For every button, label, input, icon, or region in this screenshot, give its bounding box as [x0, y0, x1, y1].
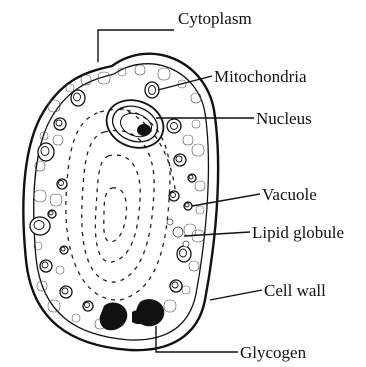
label-cytoplasm: Cytoplasm: [178, 9, 252, 28]
glycogen: [100, 299, 165, 330]
cytoplasm-granule: [66, 84, 74, 92]
nucleolus: [137, 124, 151, 136]
vacuole: [38, 143, 54, 161]
cytoplasm-granule: [53, 135, 63, 145]
vacuole: [30, 217, 50, 235]
cytoplasm-granule: [34, 190, 46, 202]
cytoplasm-granule: [50, 194, 62, 206]
cytoplasm-granule: [56, 266, 64, 274]
cytoplasm-granule: [135, 65, 145, 75]
label-cell-wall: Cell wall: [264, 281, 326, 300]
label-glycogen: Glycogen: [240, 343, 307, 362]
vacuole: [177, 246, 191, 262]
leader-cell-wall: [210, 290, 262, 300]
leader-glycogen: [156, 326, 238, 352]
cytoplasm-granule: [195, 181, 205, 191]
label-lipid-globule: Lipid globule: [252, 223, 344, 242]
cytoplasm-granule: [196, 206, 204, 214]
cytoplasm-granule: [192, 120, 200, 128]
leader-cytoplasm: [98, 30, 174, 62]
cytoplasm-granule: [182, 286, 190, 294]
label-mitochondria: Mitochondria: [214, 67, 307, 86]
vacuole: [71, 90, 85, 106]
cytoplasm-granule: [192, 144, 204, 156]
cytoplasm-dashed-region: [66, 108, 176, 300]
label-vacuole: Vacuole: [262, 185, 317, 204]
cytoplasm-granule: [184, 224, 196, 236]
leader-vacuole: [192, 194, 260, 206]
cytoplasm-granule: [164, 300, 176, 312]
label-nucleus: Nucleus: [256, 109, 312, 128]
leader-lipid-globule: [184, 232, 250, 236]
lipid-globules: [167, 219, 189, 247]
nucleus: [100, 92, 170, 155]
cytoplasm-granule: [183, 135, 193, 145]
cytoplasm-granule: [72, 314, 80, 322]
cytoplasm-granule: [189, 261, 199, 271]
cytoplasm-granule: [158, 68, 170, 80]
